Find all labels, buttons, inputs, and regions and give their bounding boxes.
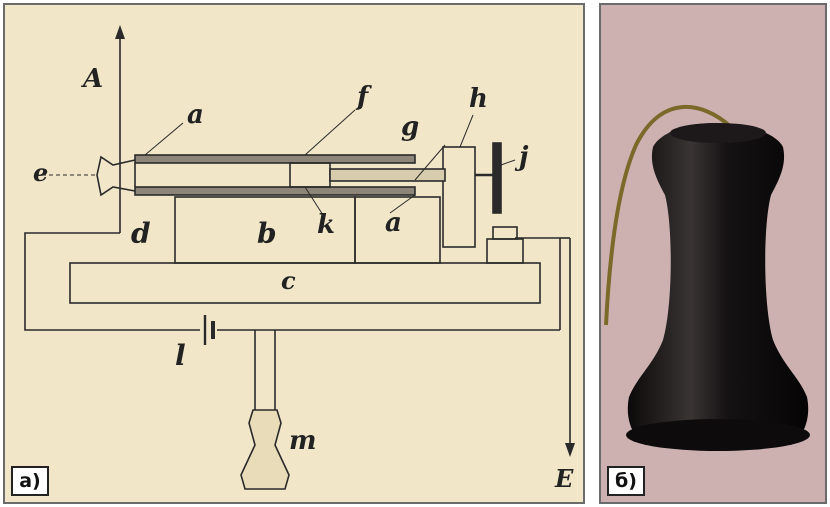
- circuit-wire: [24, 232, 200, 331]
- label-l: l: [175, 339, 186, 372]
- label-E: E: [554, 464, 574, 493]
- base-c: [69, 262, 541, 304]
- label-b: b: [257, 217, 277, 250]
- panel-b-tag: б): [607, 466, 645, 496]
- earpiece-photo: [604, 105, 810, 451]
- panel-a-tag: а): [11, 466, 49, 496]
- rod-g: [329, 168, 446, 182]
- label-a-bottom: a: [385, 208, 402, 238]
- label-A: A: [80, 64, 103, 94]
- cord: [604, 105, 733, 326]
- stand-h: [442, 146, 476, 248]
- arrow-A: [115, 25, 125, 39]
- terminal: [486, 238, 524, 264]
- support-block-right: [354, 196, 441, 264]
- label-g: g: [401, 112, 419, 142]
- mouthpiece: [96, 155, 136, 197]
- earpiece-base: [626, 419, 810, 451]
- piston-f: [289, 162, 331, 188]
- earpiece-body: [627, 123, 809, 445]
- label-f: f: [355, 82, 372, 112]
- label-c: c: [281, 266, 296, 295]
- label-k: k: [317, 210, 335, 240]
- label-m: m: [289, 426, 317, 456]
- arrow-E: [565, 443, 575, 457]
- patent-drawing: A a f g h e j d b k a c l m E: [24, 25, 575, 493]
- tube-wall-bottom: [134, 186, 416, 196]
- label-j: j: [514, 142, 529, 172]
- patent-drawing-panel: A a f g h e j d b k a c l m E а): [3, 3, 585, 504]
- earpiece-cap: [670, 123, 766, 143]
- screw-wheel-j: [492, 142, 502, 214]
- label-h: h: [469, 84, 488, 114]
- label-e: e: [33, 158, 48, 187]
- label-a-top: a: [187, 100, 204, 130]
- tube-wall-top: [134, 154, 416, 164]
- label-d: d: [131, 217, 151, 250]
- receiver-m: [240, 409, 290, 490]
- earpiece-photo-panel: б): [599, 3, 827, 504]
